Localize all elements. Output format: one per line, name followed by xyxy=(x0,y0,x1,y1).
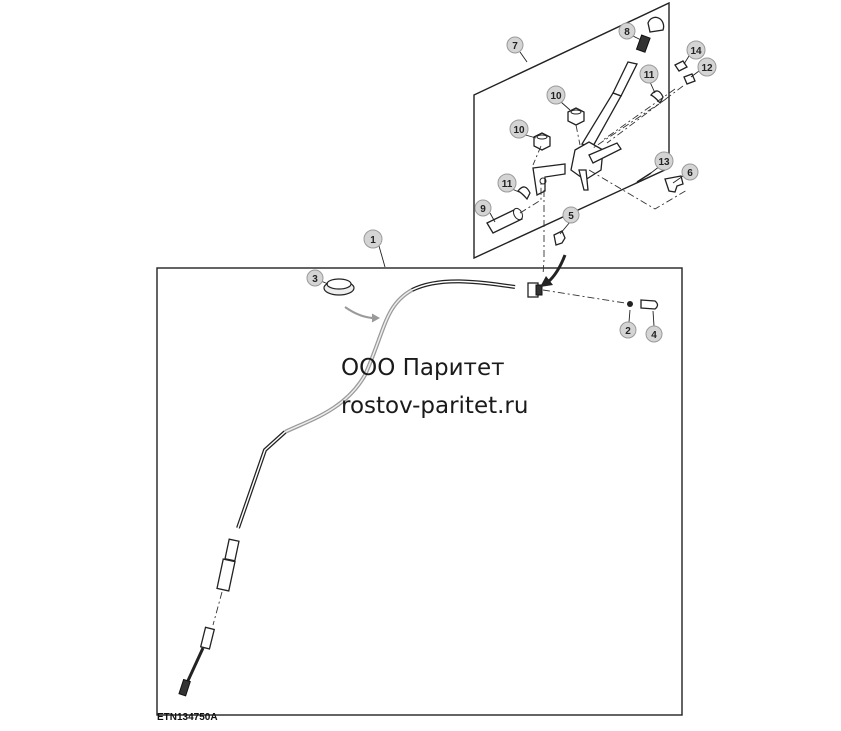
shift-lever xyxy=(570,16,665,191)
svg-text:10: 10 xyxy=(550,91,562,102)
nut-upper xyxy=(567,107,585,126)
callout-14: 14 xyxy=(686,40,706,60)
grommet xyxy=(323,278,381,323)
callout-7: 7 xyxy=(506,36,524,54)
callout-12: 12 xyxy=(697,57,717,77)
callout-11-upper: 11 xyxy=(639,64,659,84)
callout-1: 1 xyxy=(363,229,383,249)
callout-13: 13 xyxy=(654,151,674,171)
svg-text:9: 9 xyxy=(480,204,486,215)
callout-3: 3 xyxy=(306,269,324,287)
bracket-l xyxy=(532,163,566,196)
svg-text:12: 12 xyxy=(701,63,713,74)
svg-text:8: 8 xyxy=(624,27,630,38)
cable-clip xyxy=(540,230,567,287)
control-cable xyxy=(178,279,516,697)
callout-4: 4 xyxy=(645,325,663,343)
svg-text:3: 3 xyxy=(312,274,318,285)
callout-8: 8 xyxy=(618,22,636,40)
callout-5: 5 xyxy=(562,206,580,224)
cable-assembly-frame xyxy=(156,267,683,716)
svg-text:14: 14 xyxy=(690,46,702,57)
watermark-company: ООО Паритет xyxy=(341,355,505,381)
watermark-url: rostov-paritet.ru xyxy=(341,393,529,419)
figure-code: ETN134750A xyxy=(157,712,218,723)
svg-text:5: 5 xyxy=(568,211,574,222)
callout-6: 6 xyxy=(681,163,699,181)
callout-10-upper: 10 xyxy=(546,85,566,105)
svg-text:4: 4 xyxy=(651,330,657,341)
svg-text:6: 6 xyxy=(687,168,693,179)
svg-text:2: 2 xyxy=(625,326,631,337)
svg-text:11: 11 xyxy=(644,70,655,81)
clip-left xyxy=(516,186,531,201)
svg-text:1: 1 xyxy=(370,235,376,246)
callout-2: 2 xyxy=(619,321,637,339)
callout-10-lower: 10 xyxy=(509,119,529,139)
cable-end-fittings xyxy=(527,282,659,310)
nut-lower xyxy=(533,132,551,151)
svg-text:11: 11 xyxy=(502,179,513,190)
svg-text:7: 7 xyxy=(512,41,518,52)
svg-text:13: 13 xyxy=(658,157,670,168)
clip-6 xyxy=(664,175,684,193)
pin-roller xyxy=(486,207,524,234)
svg-text:10: 10 xyxy=(513,125,525,136)
callout-9: 9 xyxy=(474,199,492,217)
assembly-lines xyxy=(519,85,688,276)
callout-11-lower: 11 xyxy=(497,173,517,193)
